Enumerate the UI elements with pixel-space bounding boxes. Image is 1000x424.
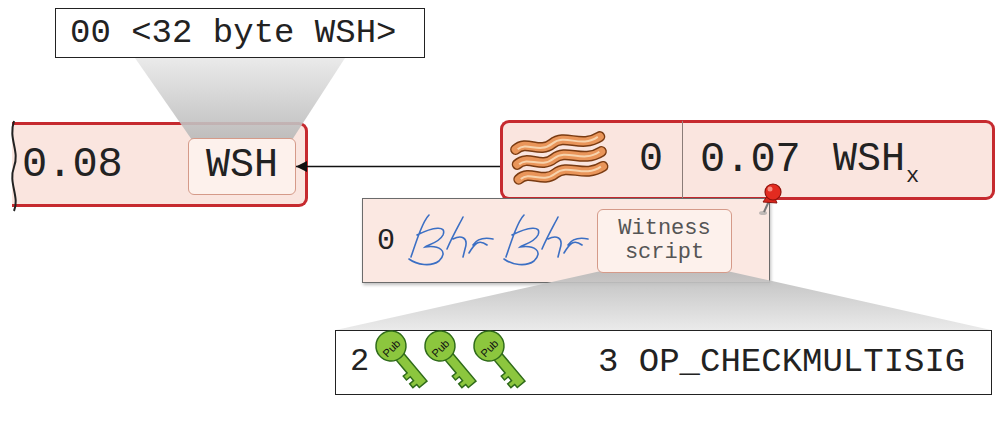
text-slot: 3 OP_CHECKMULTISIG <box>598 345 965 379</box>
text-slot: WSH <box>833 140 905 180</box>
signature <box>504 215 588 265</box>
witness-script-expanded: 2 3 OP_CHECKMULTISIG <box>335 330 992 395</box>
text-slot: 0.08 <box>22 144 123 186</box>
node-text: 3 OP_CHECKMULTISIG <box>598 345 965 379</box>
signature <box>409 215 493 265</box>
subscript: x <box>906 166 919 188</box>
node-text: 2 <box>350 346 369 378</box>
text-slot: Witness script <box>606 217 724 265</box>
text-slot: WSH <box>206 146 278 186</box>
text-slot: Pub <box>382 338 402 356</box>
node-text: WSH <box>206 146 278 186</box>
txid-bacon-icon <box>518 166 603 180</box>
spend-arrow <box>296 166 500 168</box>
node-text: 0.07 <box>700 139 801 181</box>
script-callout: 00 <32 byte WSH> <box>55 8 425 58</box>
txid-bacon-icon <box>520 166 601 180</box>
torn-edge <box>12 121 15 211</box>
pubkey-icon <box>370 325 412 367</box>
txid-bacon-icon <box>519 151 600 165</box>
callout-funnel <box>336 271 991 330</box>
output-box: 0.08 WSH <box>12 122 308 207</box>
push-pin <box>759 184 781 215</box>
pubkey-icon <box>419 325 484 394</box>
txid-bacon-icon <box>517 151 602 165</box>
script-pubkey-box: WSH <box>188 138 296 195</box>
witness-box: 0 Witness script <box>362 198 770 283</box>
text-slot: 2 <box>350 346 369 378</box>
text-slot: Pub <box>480 338 500 356</box>
push-pin <box>768 187 773 192</box>
txid-bacon-icon <box>515 136 600 150</box>
node-text: WSH <box>833 140 905 180</box>
text-slot: 0.07 <box>700 139 801 181</box>
pubkey-icon <box>468 325 533 394</box>
text-slot: Pub <box>431 338 451 356</box>
text-slot: x <box>906 166 919 188</box>
node-text: 0.08 <box>22 144 123 186</box>
txid-bacon-icon <box>515 136 600 150</box>
pubkey-icon <box>468 325 510 367</box>
input-cell: 0 <box>500 120 683 200</box>
push-pin <box>765 184 781 200</box>
witness-script-box: Witness script <box>597 209 732 273</box>
text-slot: 00 <32 byte WSH> <box>70 16 396 50</box>
signature <box>504 215 588 265</box>
txid-bacon-icon <box>517 136 598 150</box>
node-text: 00 <32 byte WSH> <box>70 16 396 50</box>
txid-bacon-icon <box>515 136 603 181</box>
pubkey-icon <box>370 325 435 394</box>
callout-funnel <box>135 58 345 140</box>
output-cell: 0.07 WSHx <box>683 120 995 200</box>
text-slot: 0 <box>377 226 395 256</box>
node-text: 0 <box>639 140 663 180</box>
node-text: 0 <box>377 226 395 256</box>
node-text: Witness script <box>606 217 724 265</box>
txid-bacon-icon <box>517 151 602 165</box>
signature <box>409 215 493 265</box>
push-pin <box>759 211 767 215</box>
txid-bacon-icon <box>518 166 603 180</box>
text-slot: 0 <box>639 140 663 180</box>
pubkey-icon <box>419 325 461 367</box>
